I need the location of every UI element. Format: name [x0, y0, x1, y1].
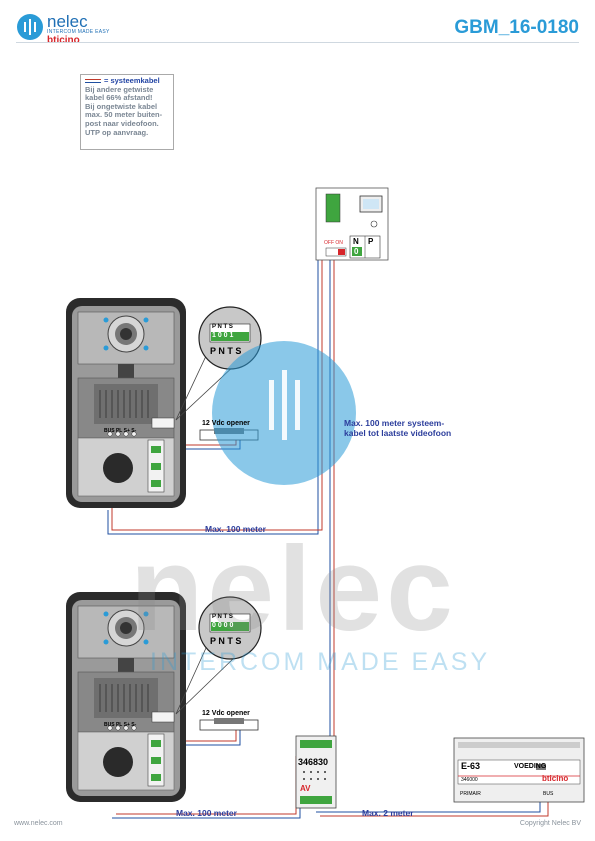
power-primary: PRIMAIR: [460, 791, 481, 797]
av-module-code: 346830: [298, 757, 329, 767]
terminal-caption-top: P N T S: [210, 346, 242, 356]
note-line: Bij ongetwiste kabel: [85, 101, 158, 111]
header-divider: [16, 42, 579, 43]
power-name: VOEDING: [514, 763, 547, 770]
power-brand: bticino: [542, 774, 569, 783]
power-bus: BUS: [543, 791, 554, 797]
switch-label: OFF ON: [324, 240, 343, 246]
cable-note: = systeemkabel Bij andere getwiste kabel…: [80, 74, 174, 150]
logo-mark: [17, 14, 43, 40]
footer-website[interactable]: www.nelec.com: [14, 820, 63, 827]
bus-terminals-bottom: BUS PL S+ S-: [104, 722, 137, 728]
logo-tagline: INTERCOM MADE EASY: [47, 29, 110, 35]
terminal-values-top: 1 0 0 1: [212, 332, 234, 339]
distance-power: Max. 2 meter: [362, 808, 414, 818]
terminal-caption-bottom: P N T S: [210, 636, 242, 646]
system-cable-swatch: [85, 79, 101, 84]
logo-name: nelec: [47, 12, 88, 31]
np-label-n: N: [353, 237, 359, 246]
bus-terminals-top: BUS PL S+ S-: [104, 428, 137, 434]
power-model: E-63: [461, 761, 481, 771]
note-line: post naar videofoon.: [85, 118, 159, 128]
watermark-tagline: INTERCOM MADE EASY: [150, 648, 491, 676]
distance-panels: Max. 100 meter: [205, 524, 266, 534]
np-label-p: P: [368, 237, 374, 246]
np-value: 0: [354, 247, 359, 256]
terminal-header-bottom: P N T S: [212, 614, 233, 620]
note-line: kabel 66% afstand!: [85, 93, 153, 103]
logo-brand: bticino: [47, 35, 80, 46]
note-line: Bij andere getwiste: [85, 84, 154, 94]
note-line: UTP op aanvraag.: [85, 127, 149, 137]
document-id: GBM_16-0180: [454, 17, 579, 38]
terminal-values-bottom: 0 0 0 0: [212, 622, 234, 629]
note-line: max. 50 meter buiten-: [85, 110, 163, 120]
opener-label-top: 12 Vdc opener: [202, 420, 250, 427]
opener-label-bottom: 12 Vdc opener: [202, 710, 250, 717]
power-code: 346000: [461, 777, 478, 783]
av-module-tag: AV: [300, 784, 311, 793]
system-cable-label-1: Max. 100 meter systeem-: [344, 418, 445, 428]
system-cable-label-2: kabel tot laatste videofoon: [344, 428, 452, 438]
terminal-header-top: P N T S: [212, 324, 233, 330]
legend-label: = systeemkabel: [104, 76, 160, 85]
watermark-word: nelec: [130, 522, 457, 656]
footer-copyright: Copyright Nelec BV: [519, 820, 581, 827]
distance-bottom: Max. 100 meter: [176, 808, 237, 818]
